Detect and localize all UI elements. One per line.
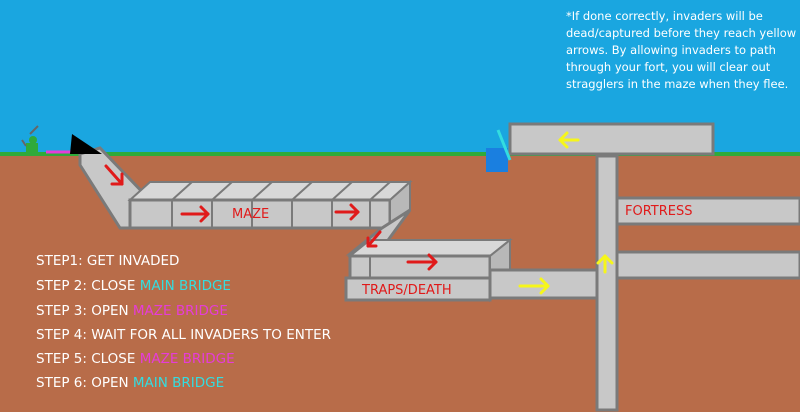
traps-label: TRAPS/DEATH	[361, 283, 452, 298]
step-5: STEP 5: CLOSE MAZE BRIDGE	[36, 351, 235, 367]
traps-top	[347, 239, 513, 257]
step-1-text: STEP1: GET INVADED	[36, 253, 180, 269]
step-3: STEP 3: OPEN MAZE BRIDGE	[36, 303, 228, 319]
red-arrow-traps	[406, 253, 438, 271]
vertical-shaft	[595, 154, 619, 412]
step-3-text: STEP 3: OPEN	[36, 303, 133, 319]
red-arrow-maze-1	[180, 205, 210, 223]
maze-corridor	[128, 198, 392, 230]
note-text: *If done correctly, invaders will be dea…	[566, 9, 797, 91]
step-2-highlight: MAIN BRIDGE	[139, 278, 231, 294]
step-3-highlight: MAZE BRIDGE	[132, 303, 228, 319]
yellow-arrow-building	[558, 131, 580, 149]
step-4-text: STEP 4: WAIT FOR ALL INVADERS TO ENTER	[36, 327, 332, 343]
yellow-arrow-exit	[518, 277, 550, 295]
red-arrow-maze-2	[334, 203, 360, 221]
step-2-text: STEP 2: CLOSE	[36, 278, 140, 294]
fortress-corridor	[615, 196, 800, 226]
main-bridge	[496, 129, 512, 161]
red-arrows	[104, 164, 438, 271]
maze-grates	[171, 181, 391, 228]
step-6-text: STEP 6: OPEN	[36, 375, 133, 391]
step-6-highlight: MAIN BRIDGE	[132, 375, 225, 391]
step-2: STEP 2: CLOSE MAIN BRIDGE	[36, 278, 231, 294]
surface-building	[508, 122, 715, 156]
red-arrow-ramp	[104, 164, 124, 186]
invader-icon	[21, 125, 39, 152]
hatch-icon	[70, 134, 102, 154]
yellow-arrow-shaft	[596, 254, 614, 274]
step-1: STEP1: GET INVADED	[36, 253, 179, 269]
lower-corridor	[615, 250, 800, 280]
yellow-arrows	[518, 131, 614, 295]
water-pool	[486, 148, 508, 172]
step-4: STEP 4: WAIT FOR ALL INVADERS TO ENTER	[36, 327, 331, 343]
step-6: STEP 6: OPEN MAIN BRIDGE	[36, 375, 224, 391]
exit-corridor	[488, 268, 599, 300]
maze-label: MAZE	[232, 207, 269, 222]
grass-line	[0, 152, 800, 156]
fortress-label: FORTRESS	[625, 204, 693, 219]
step-5-text: STEP 5: CLOSE	[36, 351, 140, 367]
red-arrow-connector	[366, 230, 382, 248]
step-5-highlight: MAZE BRIDGE	[139, 351, 235, 367]
